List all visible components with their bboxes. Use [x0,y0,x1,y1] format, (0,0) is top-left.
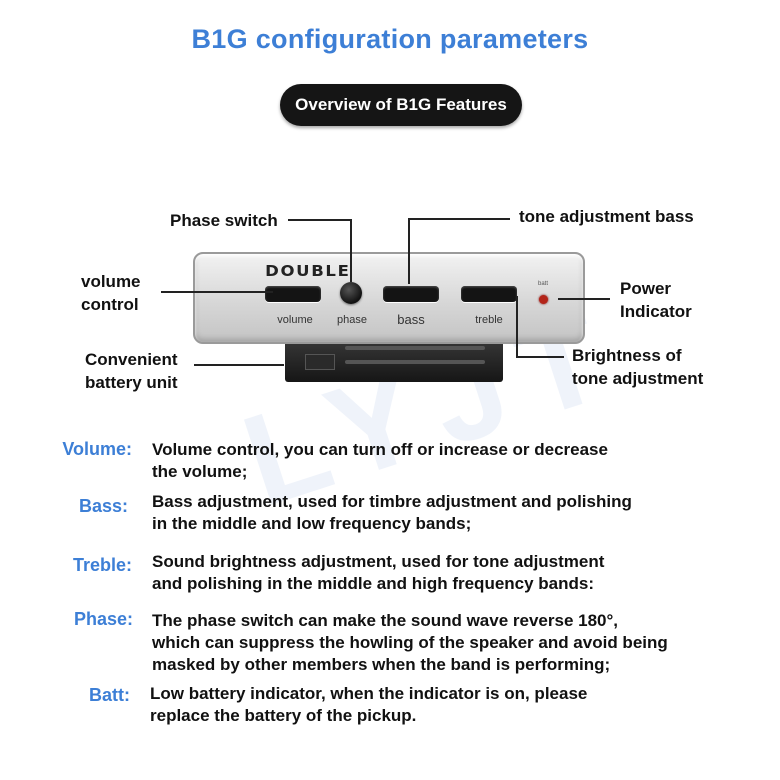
desc-treble: Sound brightness adjustment, used for to… [152,552,605,593]
volume-label: volume [277,314,313,326]
leader-line [516,296,518,357]
callout-tone-bass: tone adjustment bass [519,207,694,226]
leader-line [194,364,284,366]
bass-label: bass [397,312,425,327]
leader-line [350,219,352,282]
power-indicator-led [539,295,548,304]
leader-line [408,218,510,220]
phase-label: phase [337,314,367,326]
term-phase: Phase: [73,609,133,629]
leader-line [516,356,564,358]
phase-switch[interactable] [340,282,362,304]
callout-phase-switch: Phase switch [170,211,278,230]
desc-bass: Bass adjustment, used for timbre adjustm… [152,492,632,533]
volume-slider[interactable] [265,286,321,302]
leader-line [288,219,351,221]
bass-slider[interactable] [383,286,439,302]
desc-volume: Volume control, you can turn off or incr… [152,440,608,481]
brand-logo: DOUBLE [265,262,351,280]
term-treble: Treble: [72,555,132,575]
term-batt: Batt: [89,685,130,705]
leader-line [161,291,273,293]
term-volume: Volume: [62,439,132,459]
leader-line [408,218,410,284]
overview-button[interactable]: Overview of B1G Features [280,84,522,126]
callout-battery-unit: Convenient battery unit [85,350,178,392]
treble-label: treble [475,314,503,326]
desc-phase: The phase switch can make the sound wave… [152,611,668,674]
leader-line [558,298,610,300]
callout-volume-control: volume control [81,272,141,314]
callout-power-indicator: Power Indicator [620,279,692,321]
term-bass: Bass: [78,496,128,516]
callout-brightness: Brightness of tone adjustment [572,346,704,388]
page-title: B1G configuration parameters [191,24,589,54]
control-panel: DOUBLE batt volume phase bass treble [193,252,585,344]
batt-label: batt [538,281,549,287]
desc-batt: Low battery indicator, when the indicato… [150,684,588,725]
treble-slider[interactable] [461,286,517,302]
